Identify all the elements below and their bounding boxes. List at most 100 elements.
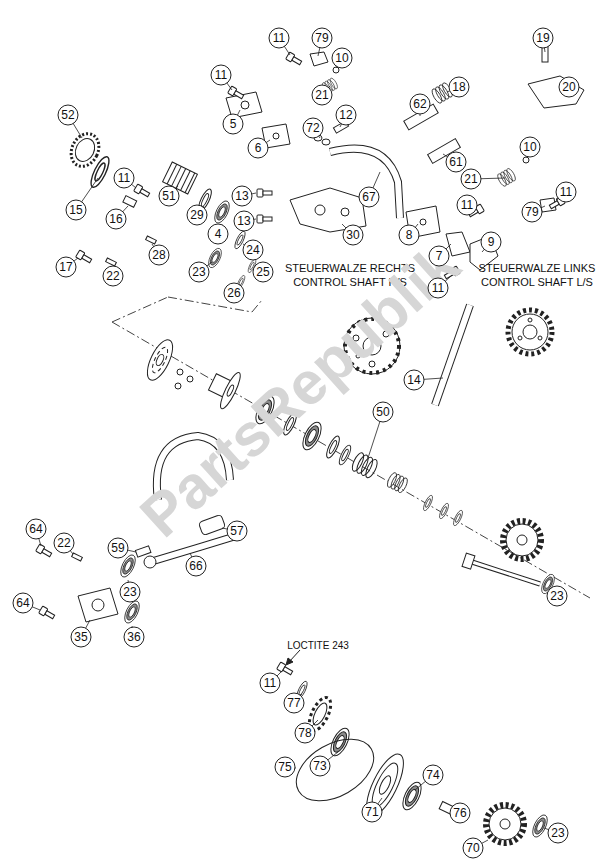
callout-number: 11 [427,277,449,299]
callout-text: 57 [230,525,243,537]
callout-number: 11 [456,194,478,216]
callout-number: 4 [207,223,229,245]
callout-text: 11 [461,199,473,211]
callout-outline [332,48,352,68]
callout-number: 13 [233,210,255,232]
callout-outline [303,118,323,138]
callout-number: 21 [460,168,482,190]
callout-outline [208,224,228,244]
callout-outline [224,283,244,303]
callout-outline [114,168,134,188]
callout-number: 11 [210,64,232,86]
callout-text: 61 [449,156,462,168]
callout-outline [186,556,206,576]
callout-text: 26 [227,287,240,299]
callout-text: 4 [215,228,222,240]
callout-text: 23 [551,827,564,839]
callout-outline [189,262,209,282]
callout-outline [428,278,448,298]
callout-number: 59 [107,537,129,559]
callout-text: 12 [339,109,352,121]
callout-text: 77 [287,697,300,709]
callout-outline [26,519,46,539]
callout-outline [58,105,78,125]
callout-number: 79 [311,27,333,49]
callout-outline [54,533,74,553]
caption-text: STEUERWALZE LINKS [479,262,596,275]
callout-number: 23 [546,585,568,607]
callout-text: 14 [407,374,420,386]
callout-number: 77 [283,692,305,714]
callout-outline [343,225,363,245]
callout-number: 76 [449,802,471,824]
callout-outline [547,586,567,606]
callout-number: 50 [372,401,394,423]
callout-outline [457,195,477,215]
callout-number: 61 [445,151,467,173]
callout-number: 9 [480,231,502,253]
callout-text: 8 [406,229,413,241]
callout-number: 30 [342,224,364,246]
callout-outline [310,756,330,776]
callout-number: 79 [521,201,543,223]
callout-text: 6 [255,142,262,154]
callout-number: 13 [231,185,253,207]
callout-outline [248,138,268,158]
callout-text: 25 [256,266,269,278]
callout-outline [559,77,579,97]
callout-outline [533,28,553,48]
callout-text: 11 [264,677,276,689]
callout-number: 10 [519,136,541,158]
callout-outline [71,627,91,647]
callout-outline [284,693,304,713]
callout-number: 74 [422,764,444,786]
callout-outline [446,152,466,172]
callout-number: 57 [226,520,248,542]
callout-number: 11 [113,167,135,189]
callout-number: 23 [547,822,569,844]
callout-text: 17 [59,261,72,273]
callout-number: 28 [148,244,170,266]
callout-number: 51 [158,185,180,207]
callout-text: 5 [230,118,237,130]
callout-number: 29 [186,204,208,226]
callout-number: 6 [247,137,269,159]
callout-text: 7 [436,250,443,262]
callout-number: 11 [268,27,290,49]
callout-text: 23 [192,266,205,278]
callout-text: 76 [453,807,466,819]
callout-outline [295,723,315,743]
callout-text: 24 [246,244,259,256]
callout-text: 10 [523,141,536,153]
callout-outline [108,538,128,558]
callout-text: 28 [152,249,165,261]
callout-outline [336,105,356,125]
callout-number: 11 [259,672,281,694]
callout-outline [227,521,247,541]
callout-number: 21 [311,84,333,106]
callout-text: 52 [61,109,74,121]
callout-outline [463,838,483,858]
callout-text: 36 [127,631,140,643]
callout-text: 67 [362,191,375,203]
note-text: LOCTITE 243 [287,640,349,652]
callout-text: 11 [560,186,572,198]
callout-text: 78 [298,727,311,739]
callout-text: 23 [550,590,563,602]
callout-text: 16 [109,213,122,225]
callout-number: 25 [252,261,274,283]
callout-outline [481,232,501,252]
callout-number: 52 [57,104,79,126]
callout-number: 10 [331,47,353,69]
callout-number: 18 [448,76,470,98]
callout-number: 19 [532,27,554,49]
callout-text: 13 [237,215,250,227]
callout-text: 75 [278,761,291,773]
callout-text: 71 [365,806,378,818]
callout-outline [429,246,449,266]
callout-text: 22 [106,270,119,282]
callout-outline [269,28,289,48]
caption-text: CONTROL SHAFT L/S [481,276,593,289]
callout-text: 72 [306,122,319,134]
